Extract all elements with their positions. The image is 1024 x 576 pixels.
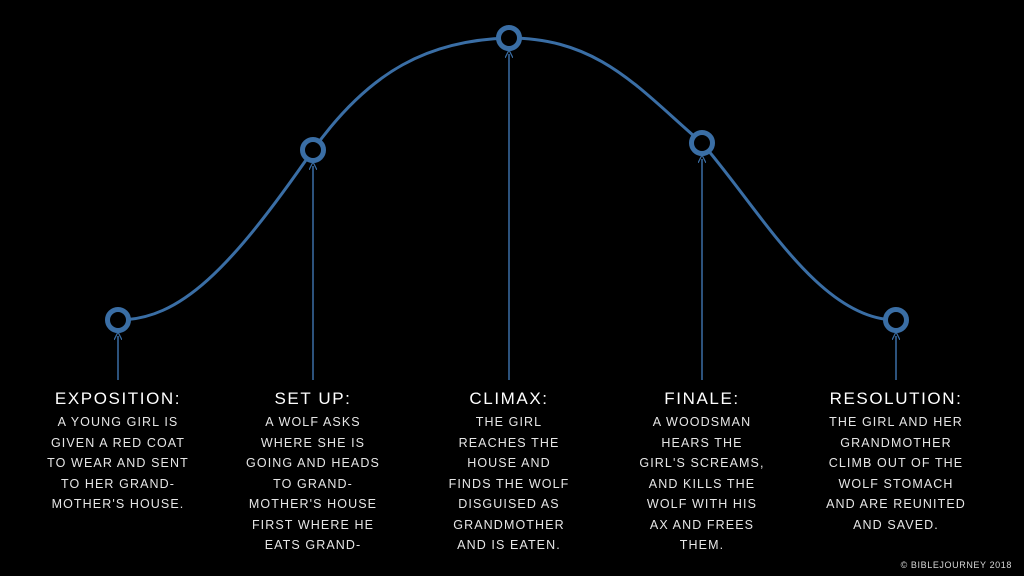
description-line: TO HER GRAND- bbox=[60, 476, 176, 491]
description-line: FIRST WHERE HE bbox=[251, 517, 375, 532]
description-line: HEARS THE bbox=[661, 435, 743, 450]
node-climax bbox=[496, 25, 522, 51]
description-line: AND SAVED. bbox=[853, 517, 939, 532]
description-line: MOTHER'S HOUSE. bbox=[51, 497, 185, 511]
description-line: GOING AND HEADS bbox=[246, 456, 380, 470]
stage-description: A YOUNG GIRL IS GIVEN A RED COAT TO WEAR A… bbox=[38, 412, 198, 515]
stage-title: CLIMAX: bbox=[469, 389, 549, 408]
description-line: DISGUISED AS bbox=[458, 497, 560, 511]
description-line: GIRL'S SCREAMS, bbox=[639, 456, 765, 470]
node-set-up bbox=[300, 137, 326, 163]
description-line: A YOUNG GIRL IS bbox=[57, 415, 179, 429]
stage-description: A WOODSMAN HEARS THE GIRL'S SCREAMS, AND KI… bbox=[622, 412, 782, 556]
node-exposition bbox=[105, 307, 131, 333]
description-line: CLIMB OUT OF THE bbox=[828, 456, 964, 470]
description-line: GIVEN A RED COAT bbox=[50, 435, 186, 450]
description-line: THE GIRL AND HER bbox=[829, 415, 963, 429]
stage-description: THE GIRL AND HER GRANDMOTHER CLIMB OUT OF … bbox=[816, 412, 976, 535]
description-line: MOTHER'S HOUSE bbox=[248, 497, 378, 511]
stage-finale: FINALE: A WOODSMAN HEARS THE GIRL'S SCREAMS… bbox=[622, 389, 782, 556]
description-line: TO GRAND- bbox=[273, 476, 353, 491]
description-line: HOUSE AND bbox=[467, 456, 551, 470]
story-arc-curve bbox=[117, 36, 897, 322]
stage-description: THE GIRL REACHES THE HOUSE AND FINDS THE WO… bbox=[429, 412, 589, 556]
stage-set-up: SET UP: A WOLF ASKS WHERE SHE IS GOING AND … bbox=[233, 389, 393, 556]
description-line: AND KILLS THE bbox=[648, 476, 756, 491]
stage-description: A WOLF ASKS WHERE SHE IS GOING AND HEADS TO… bbox=[233, 412, 393, 556]
stage-title: RESOLUTION: bbox=[829, 389, 963, 408]
description-line: THEM. bbox=[679, 538, 725, 552]
description-line: WOLF WITH HIS bbox=[646, 497, 758, 511]
stage-climax: CLIMAX: THE GIRL REACHES THE HOUSE AND FINDS… bbox=[429, 389, 589, 556]
description-line: A WOODSMAN bbox=[652, 415, 752, 429]
copyright-notice: © BIBLEJOURNEY 2018 bbox=[900, 560, 1012, 570]
node-finale bbox=[689, 130, 715, 156]
description-line: WOLF STOMACH bbox=[838, 476, 954, 491]
description-line: EATS GRAND- bbox=[264, 538, 362, 552]
description-line: TO WEAR AND SENT bbox=[47, 456, 189, 470]
description-line: THE GIRL bbox=[475, 415, 543, 429]
node-resolution bbox=[883, 307, 909, 333]
stage-resolution: RESOLUTION: THE GIRL AND HER GRANDMOTHER CL… bbox=[816, 389, 976, 535]
stage-title: FINALE: bbox=[664, 389, 740, 408]
stage-title: EXPOSITION: bbox=[54, 389, 182, 408]
description-line: WHERE SHE IS bbox=[260, 435, 366, 450]
description-line: A WOLF ASKS bbox=[265, 415, 361, 429]
stage-title: SET UP: bbox=[274, 389, 352, 408]
description-line: AX AND FREES bbox=[649, 517, 755, 532]
description-line: REACHES THE bbox=[458, 435, 560, 450]
description-line: AND ARE REUNITED bbox=[826, 497, 966, 511]
description-line: GRANDMOTHER bbox=[840, 435, 952, 450]
description-line: FINDS THE WOLF bbox=[448, 476, 570, 491]
description-line: GRANDMOTHER bbox=[453, 517, 565, 532]
stage-exposition: EXPOSITION: A YOUNG GIRL IS GIVEN A RED CO… bbox=[38, 389, 198, 515]
description-line: AND IS EATEN. bbox=[457, 538, 561, 552]
